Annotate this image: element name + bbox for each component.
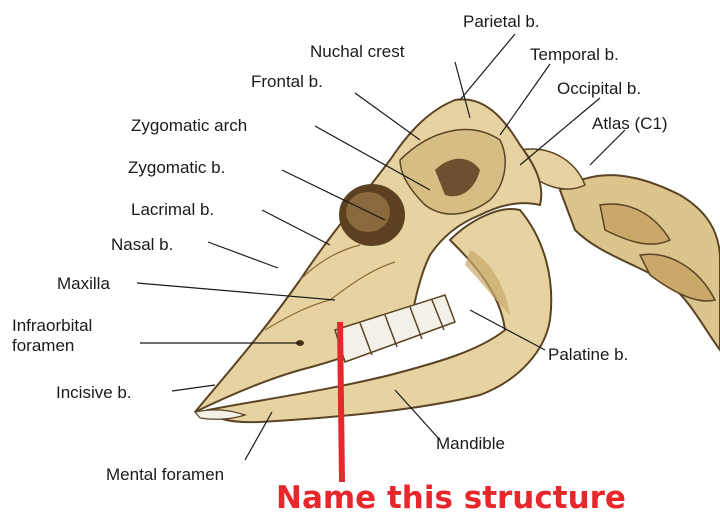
label-infraorbital-1: Infraorbital [12,316,92,335]
label-infraorbital-2: foramen [12,336,74,355]
label-occipital: Occipital b. [557,79,641,98]
label-temporal: Temporal b. [530,45,619,64]
red-pointer-line [340,322,342,482]
label-frontal: Frontal b. [251,72,323,91]
label-mental-foramen: Mental foramen [106,465,224,484]
label-nuchal-crest: Nuchal crest [310,42,404,61]
label-palatine: Palatine b. [548,345,628,364]
label-parietal: Parietal b. [463,12,540,31]
question-caption: Name this structure [276,480,626,516]
label-zygomatic: Zygomatic b. [128,158,225,177]
label-nasal: Nasal b. [111,235,173,254]
label-zygomatic-arch: Zygomatic arch [131,116,247,135]
label-incisive: Incisive b. [56,383,132,402]
label-mandible: Mandible [436,434,505,453]
label-lacrimal: Lacrimal b. [131,200,214,219]
label-maxilla: Maxilla [57,274,110,293]
label-atlas: Atlas (C1) [592,114,668,133]
